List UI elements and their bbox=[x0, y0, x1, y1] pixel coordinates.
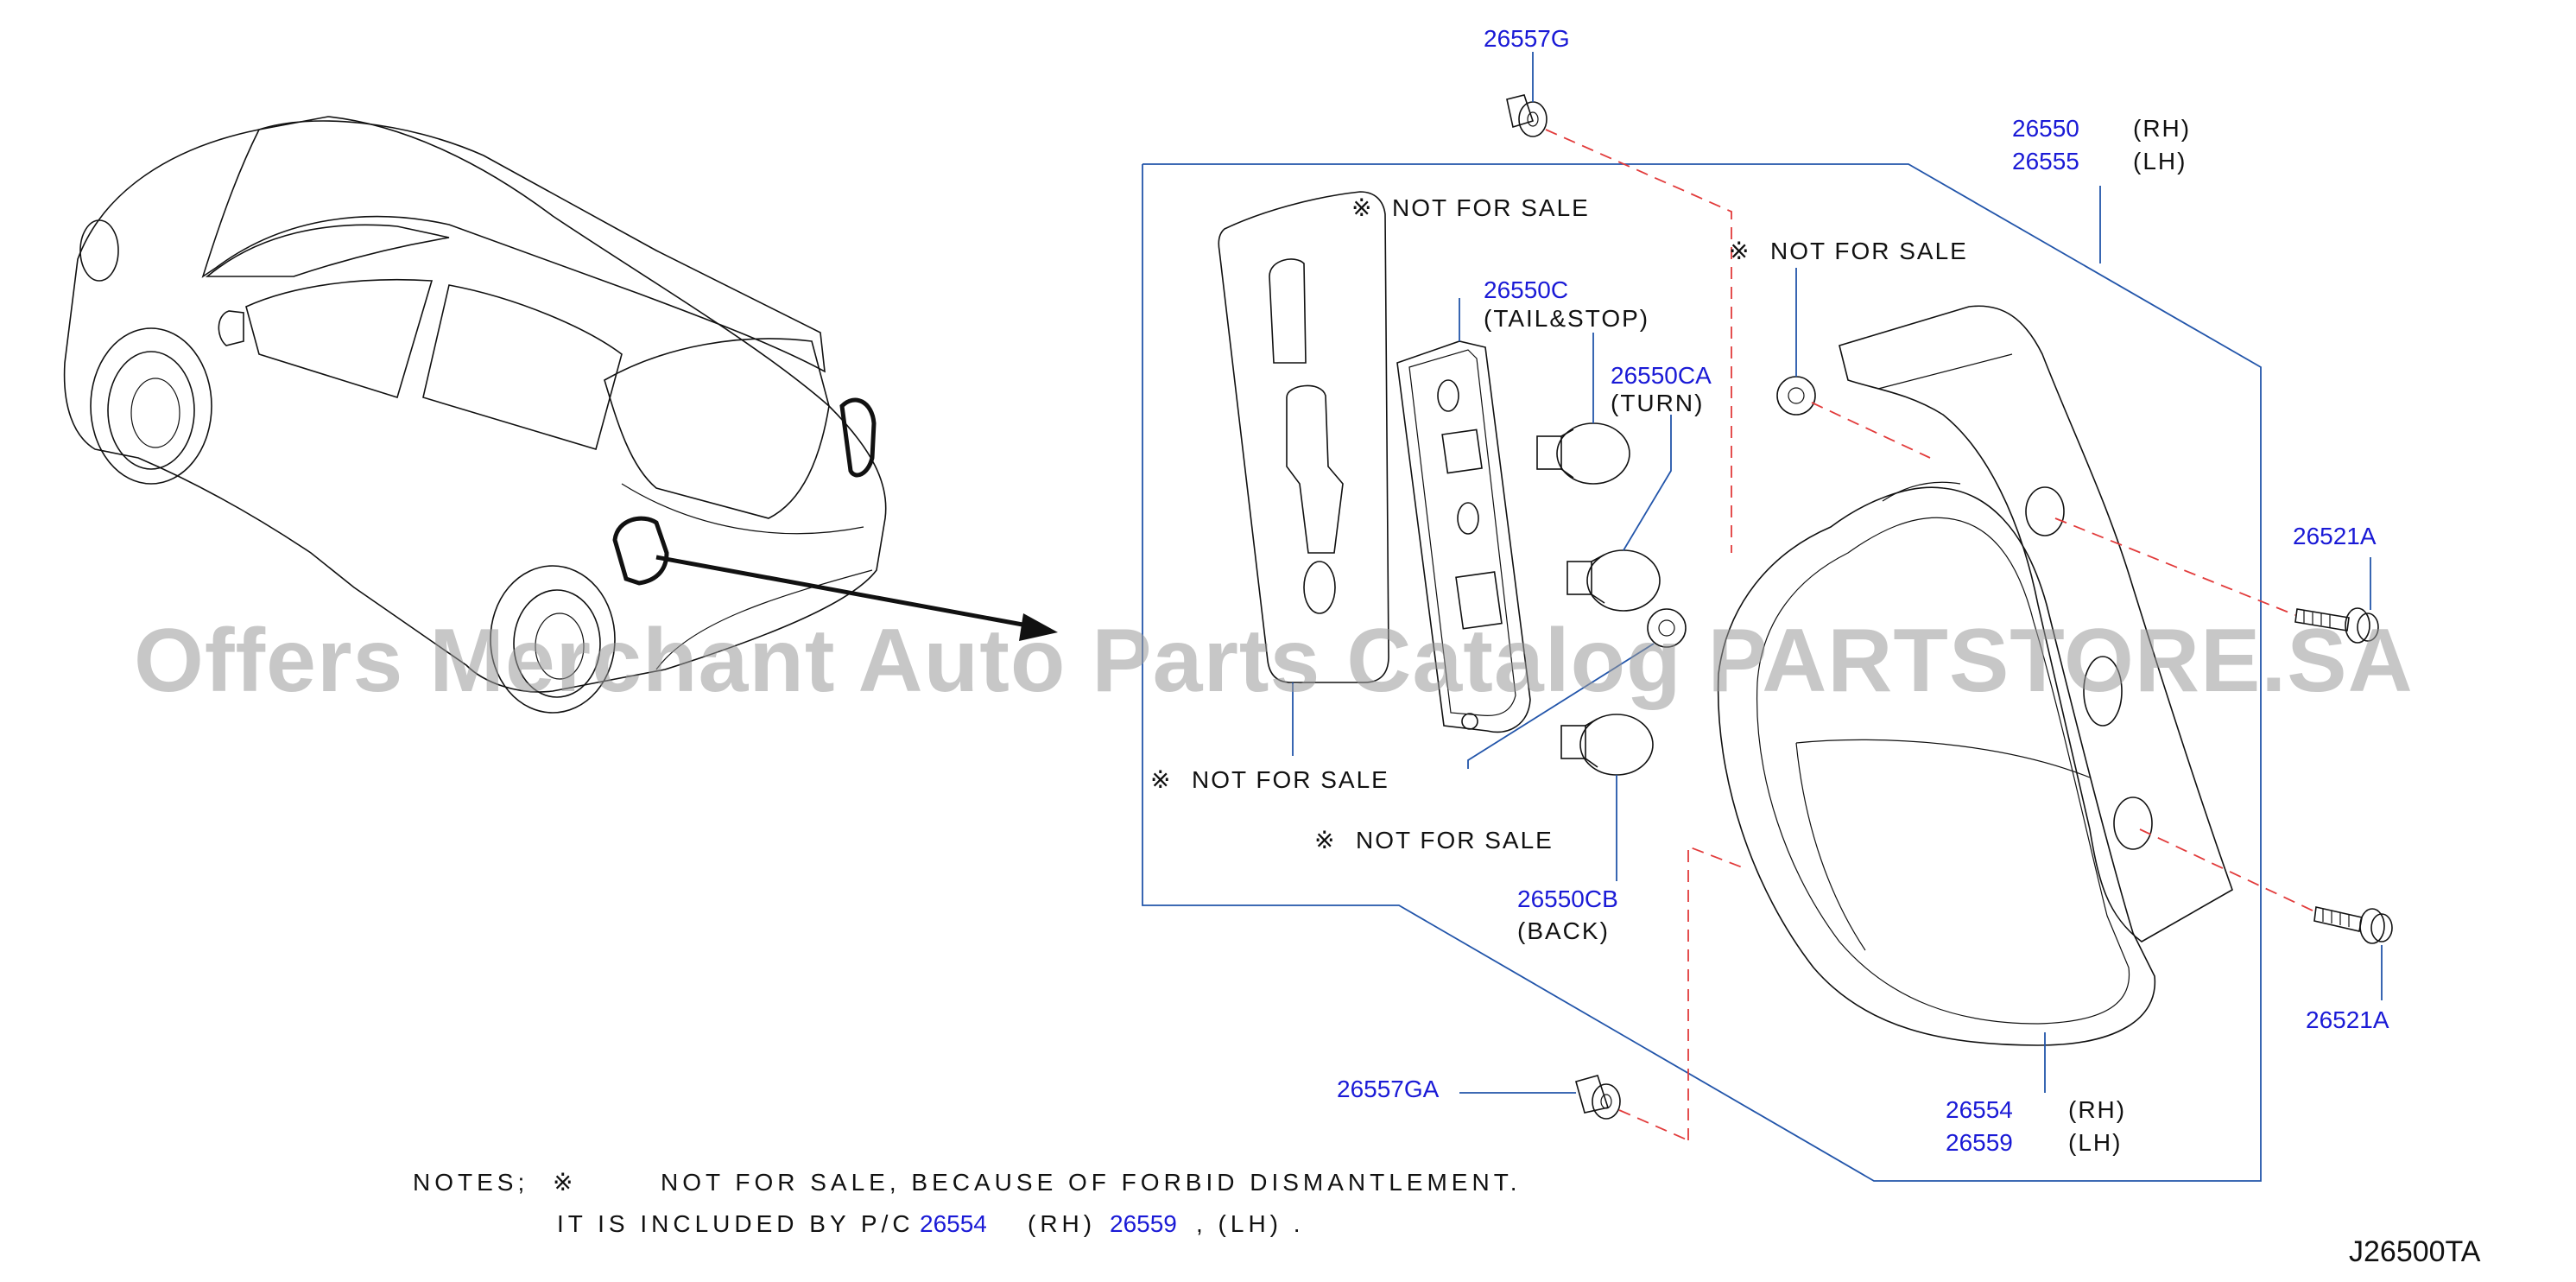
notes-ref-26559-side: , (LH) . bbox=[1196, 1210, 1305, 1237]
part-26550ca-label[interactable]: 26550CA bbox=[1611, 362, 1712, 389]
car-illustration bbox=[63, 116, 1058, 714]
part-26550cb-label[interactable]: 26550CB bbox=[1517, 885, 1618, 912]
bulb-tail-stop bbox=[1536, 333, 1630, 485]
not-for-sale-label: NOT FOR SALE bbox=[1770, 238, 1968, 264]
part-26550c-label[interactable]: 26550C bbox=[1484, 276, 1568, 303]
screw-26521a-upper bbox=[2294, 557, 2379, 644]
not-for-sale-label: NOT FOR SALE bbox=[1356, 827, 1554, 854]
tail-lamp-lower-highlight bbox=[612, 516, 669, 586]
part-26550-label[interactable]: 26550 bbox=[2012, 115, 2079, 142]
part-26521a-upper-label[interactable]: 26521A bbox=[2293, 523, 2377, 549]
screw-26521a-lower bbox=[2313, 906, 2393, 1000]
lamp-gasket bbox=[1218, 191, 1389, 756]
notes-ref-26559[interactable]: 26559 bbox=[1110, 1210, 1177, 1237]
notes-symbol: ※ bbox=[553, 1169, 577, 1196]
clip-26557g bbox=[1506, 52, 1547, 137]
assembly-guides bbox=[1545, 129, 2315, 1141]
not-for-sale-symbol: ※ bbox=[1351, 194, 1373, 221]
bulb-back bbox=[1560, 714, 1654, 881]
part-26521a-lower-label[interactable]: 26521A bbox=[2306, 1006, 2389, 1033]
part-26559-side: (LH) bbox=[2068, 1129, 2122, 1156]
clip-26557ga bbox=[1459, 1075, 1621, 1120]
part-26554-side: (RH) bbox=[2068, 1096, 2126, 1123]
not-for-sale-label: NOT FOR SALE bbox=[1392, 194, 1590, 221]
part-26557g-label[interactable]: 26557G bbox=[1484, 25, 1570, 52]
not-for-sale-label: NOT FOR SALE bbox=[1192, 766, 1389, 793]
part-26550c-desc: (TAIL&STOP) bbox=[1484, 305, 1649, 332]
bulb-turn bbox=[1566, 415, 1672, 612]
arrow-head-icon bbox=[1019, 613, 1058, 641]
watermark: Offers Merchant Auto Parts Catalog PARTS… bbox=[134, 611, 2414, 711]
notes-line-1: NOT FOR SALE, BECAUSE OF FORBID DISMANTL… bbox=[661, 1169, 1522, 1196]
detail-frame bbox=[1142, 163, 2262, 1182]
notes-ref-26554-side: (RH) bbox=[1028, 1210, 1096, 1237]
bulb-socket-plate bbox=[1396, 298, 1531, 733]
notes-ref-26554[interactable]: 26554 bbox=[920, 1210, 987, 1237]
part-26554-label[interactable]: 26554 bbox=[1946, 1096, 2013, 1123]
diagram-code: J26500TA bbox=[2349, 1235, 2481, 1268]
notes-line-2: IT IS INCLUDED BY P/C bbox=[557, 1210, 915, 1237]
rear-combination-lamp bbox=[1717, 305, 2233, 1093]
part-26559-label[interactable]: 26559 bbox=[1946, 1129, 2013, 1156]
part-26550cb-desc: (BACK) bbox=[1517, 917, 1610, 944]
part-26557ga-label[interactable]: 26557GA bbox=[1337, 1076, 1440, 1102]
washer-seal-upper bbox=[1776, 268, 1816, 416]
detail-arrow bbox=[655, 555, 1033, 629]
part-26555-label[interactable]: 26555 bbox=[2012, 148, 2079, 175]
not-for-sale-symbol: ※ bbox=[1314, 827, 1336, 854]
part-26555-side: (LH) bbox=[2133, 148, 2187, 175]
notes-prefix: NOTES; bbox=[413, 1169, 528, 1196]
not-for-sale-symbol: ※ bbox=[1150, 766, 1172, 793]
tail-lamp-upper-highlight bbox=[839, 397, 877, 478]
part-26550ca-desc: (TURN) bbox=[1611, 390, 1704, 416]
not-for-sale-symbol: ※ bbox=[1729, 238, 1750, 264]
part-26550-side: (RH) bbox=[2133, 115, 2191, 142]
washer-seal-mid bbox=[1467, 608, 1687, 769]
